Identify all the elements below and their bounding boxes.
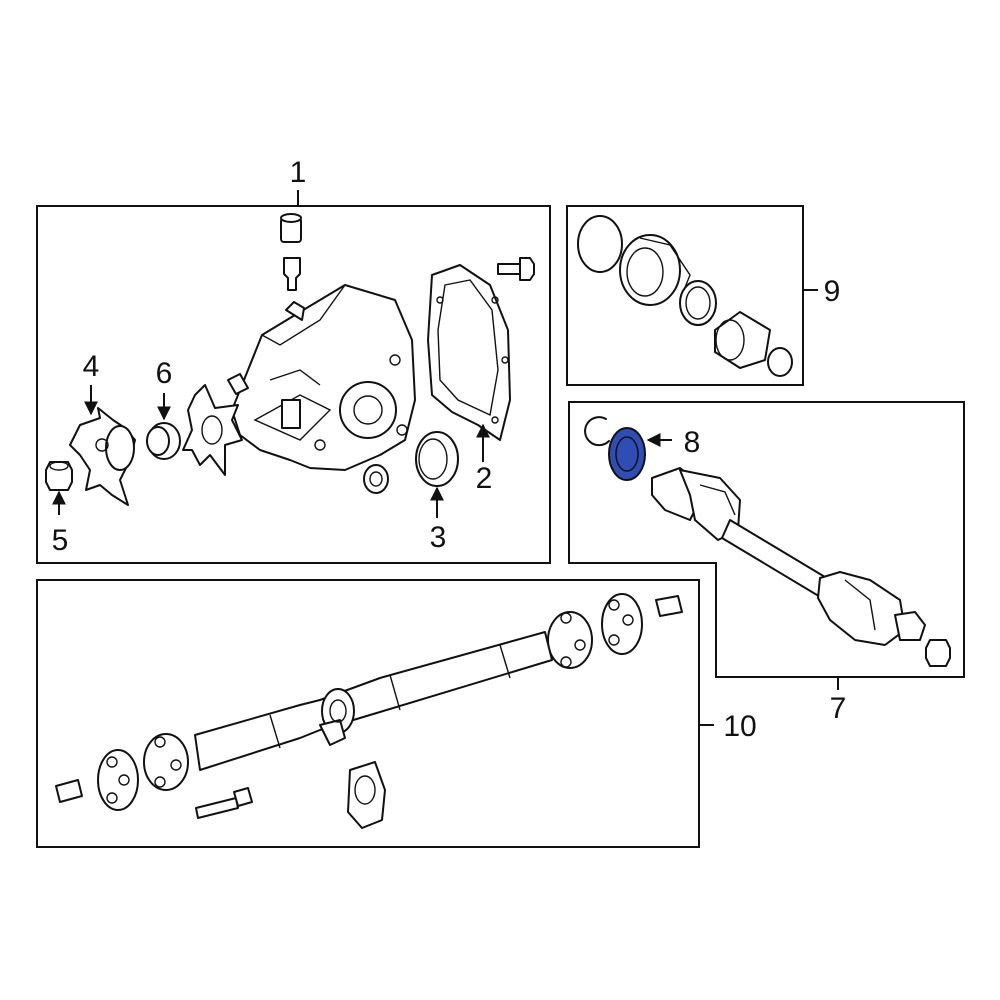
flange-part-4 — [69, 407, 136, 506]
callout-10: 10 — [723, 710, 756, 743]
group-1-frame — [36, 205, 551, 564]
group-10-drive-shaft — [36, 579, 714, 848]
support-bracket — [347, 761, 386, 829]
flange-left — [143, 733, 189, 791]
flex-disc-left — [97, 749, 139, 811]
group-10-frame — [36, 579, 700, 848]
breather-cap — [280, 213, 302, 291]
callout-labels: 1 2 3 4 5 6 7 8 9 10 — [52, 156, 847, 743]
callout-2: 2 — [476, 462, 493, 495]
callout-8: 8 — [684, 426, 701, 459]
center-support-bearing — [319, 688, 355, 746]
group-7-frame — [568, 401, 965, 678]
group-9-frame — [566, 205, 804, 386]
callout-4: 4 — [83, 350, 100, 383]
seal-part-8-highlighted — [608, 427, 646, 481]
callout-3: 3 — [430, 521, 447, 554]
housing-flange — [182, 384, 243, 476]
group-1-differential — [36, 190, 551, 564]
seal-part-3 — [415, 431, 459, 487]
nut-part-5 — [45, 461, 73, 491]
flange-right — [547, 611, 593, 669]
bolt-drive-shaft — [195, 787, 253, 819]
differential-housing — [227, 284, 416, 471]
callout-6: 6 — [156, 357, 173, 390]
callout-9: 9 — [824, 275, 841, 308]
callout-1: 1 — [290, 156, 307, 189]
group-9-boot-kit — [566, 205, 818, 386]
flex-disc-right — [601, 593, 643, 655]
snap-ring — [584, 416, 610, 447]
inner-cv-joint — [651, 467, 741, 541]
outer-cv-joint — [817, 571, 951, 667]
bolt-cover — [497, 257, 535, 281]
seal-part-6 — [146, 422, 181, 460]
group-7-axle-shaft — [568, 401, 965, 690]
callout-5: 5 — [52, 524, 69, 557]
bushing — [363, 464, 389, 494]
cover-part-2 — [427, 264, 511, 441]
callout-7: 7 — [830, 692, 847, 725]
